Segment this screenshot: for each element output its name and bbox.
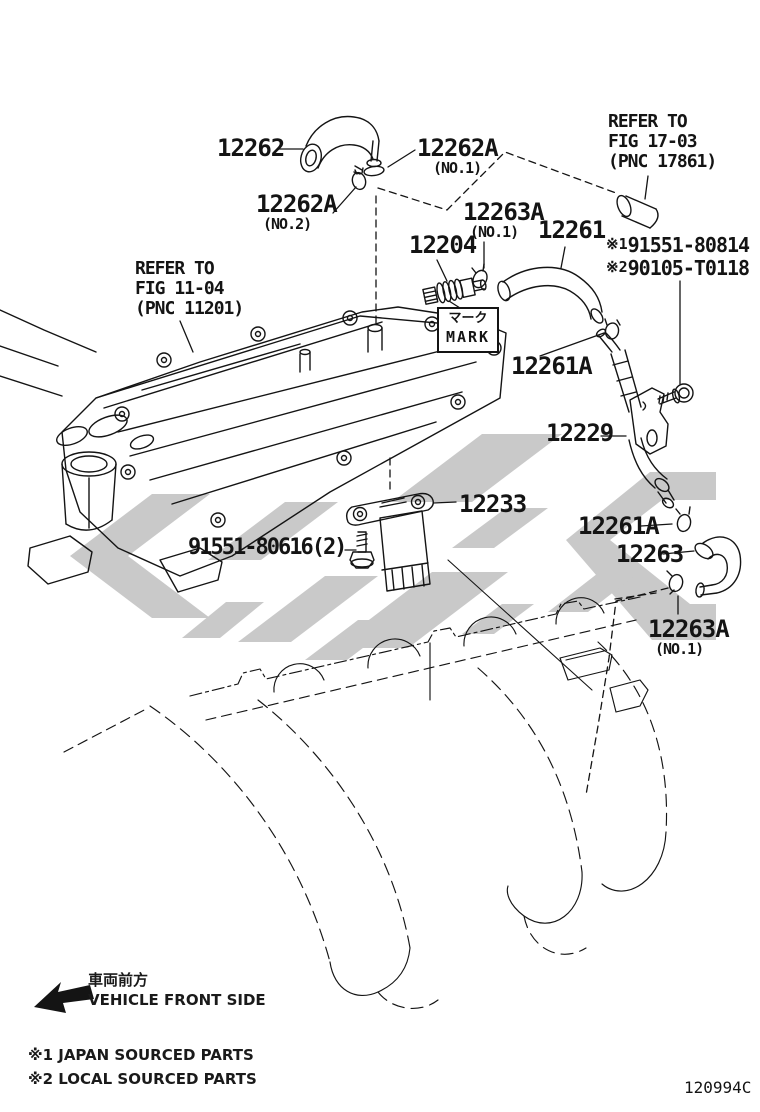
callout-12263: 12263 — [616, 540, 684, 568]
refer-11-line2: FIG 11-04 — [135, 278, 225, 299]
legend-japan-sourced: ※1 JAPAN SOURCED PARTS — [28, 1046, 254, 1064]
local-sourced-marker: ※2 — [606, 258, 628, 276]
callout-bolt-local: ※290105-T0118 — [606, 256, 750, 280]
legend-local-sourced: ※2 LOCAL SOURCED PARTS — [28, 1070, 257, 1088]
bolt-japan-number: 91551-80814 — [627, 233, 750, 257]
callout-12261a-lower: 12261A — [578, 512, 660, 540]
clamp-12261a-lower-art — [675, 506, 692, 533]
callout-91551-80616: 91551-80616(2) — [188, 535, 347, 560]
callout-12262a-no2-variant: (NO.2) — [263, 215, 312, 233]
drawing-code: 120994C — [684, 1078, 752, 1097]
callout-12263a-bottom: 12263A — [648, 615, 730, 643]
mark-label-en: MARK — [445, 328, 491, 346]
dashed-assembly-lines — [375, 151, 669, 796]
callout-12262a-no1-variant: (NO.1) — [433, 159, 482, 177]
bolt-local-number: 90105-T0118 — [627, 256, 750, 280]
hose-12261-art — [497, 266, 604, 324]
hose-12263-art — [694, 536, 742, 598]
bolt-japan-local-art — [657, 383, 694, 405]
callout-bolt-japan: ※191551-80814 — [606, 233, 750, 257]
pipe-12229-art — [595, 328, 675, 509]
callout-12233: 12233 — [459, 490, 527, 518]
refer-11-line3: (PNC 11201) — [135, 298, 244, 319]
vehicle-front-arrow — [34, 982, 94, 1013]
orientation-label-en: VEHICLE FRONT SIDE — [88, 991, 266, 1009]
mark-box: マーク MARK — [437, 307, 499, 353]
callout-12263a-top: 12263A — [463, 198, 545, 226]
clip-12261a-upper-art — [604, 318, 621, 340]
clamp-12263a-no1-lower-art — [666, 570, 684, 595]
callout-12263a-top-variant: (NO.1) — [470, 223, 519, 241]
hose-stub-17861-art — [616, 194, 659, 229]
bolt-91551-80616-art — [349, 531, 375, 569]
callout-12204: 12204 — [409, 231, 477, 259]
intake-manifold-art — [63, 559, 668, 1009]
japan-sourced-marker: ※1 — [606, 235, 628, 253]
refer-fig-11-04: REFER TO FIG 11-04 (PNC 11201) — [135, 258, 244, 319]
ventilation-case-12233-art — [345, 492, 435, 592]
callout-12263a-bottom-variant: (NO.1) — [655, 640, 704, 658]
callout-12262: 12262 — [217, 134, 285, 162]
pcv-valve-12204-art — [422, 277, 487, 305]
orientation-label-jp: 車両前方 — [88, 971, 149, 989]
callout-12262a-no2: 12262A — [256, 190, 338, 218]
callout-12261: 12261 — [538, 216, 606, 244]
mark-label-jp: マーク — [448, 311, 488, 326]
refer-17-line2: FIG 17-03 — [608, 131, 698, 152]
refer-17-line1: REFER TO — [608, 111, 688, 132]
refer-fig-17-03: REFER TO FIG 17-03 (PNC 17861) — [608, 111, 717, 172]
callout-12261a-upper: 12261A — [511, 352, 593, 380]
callout-12229: 12229 — [546, 419, 614, 447]
callout-12262a-no1: 12262A — [417, 134, 499, 162]
clamp-12262a-no1-art — [363, 165, 385, 177]
leader-lines — [179, 148, 695, 615]
hose-12262-art — [299, 115, 385, 191]
refer-11-line1: REFER TO — [135, 258, 215, 279]
cylinder-head-cover-art — [0, 306, 507, 593]
refer-17-line3: (PNC 17861) — [608, 151, 717, 172]
